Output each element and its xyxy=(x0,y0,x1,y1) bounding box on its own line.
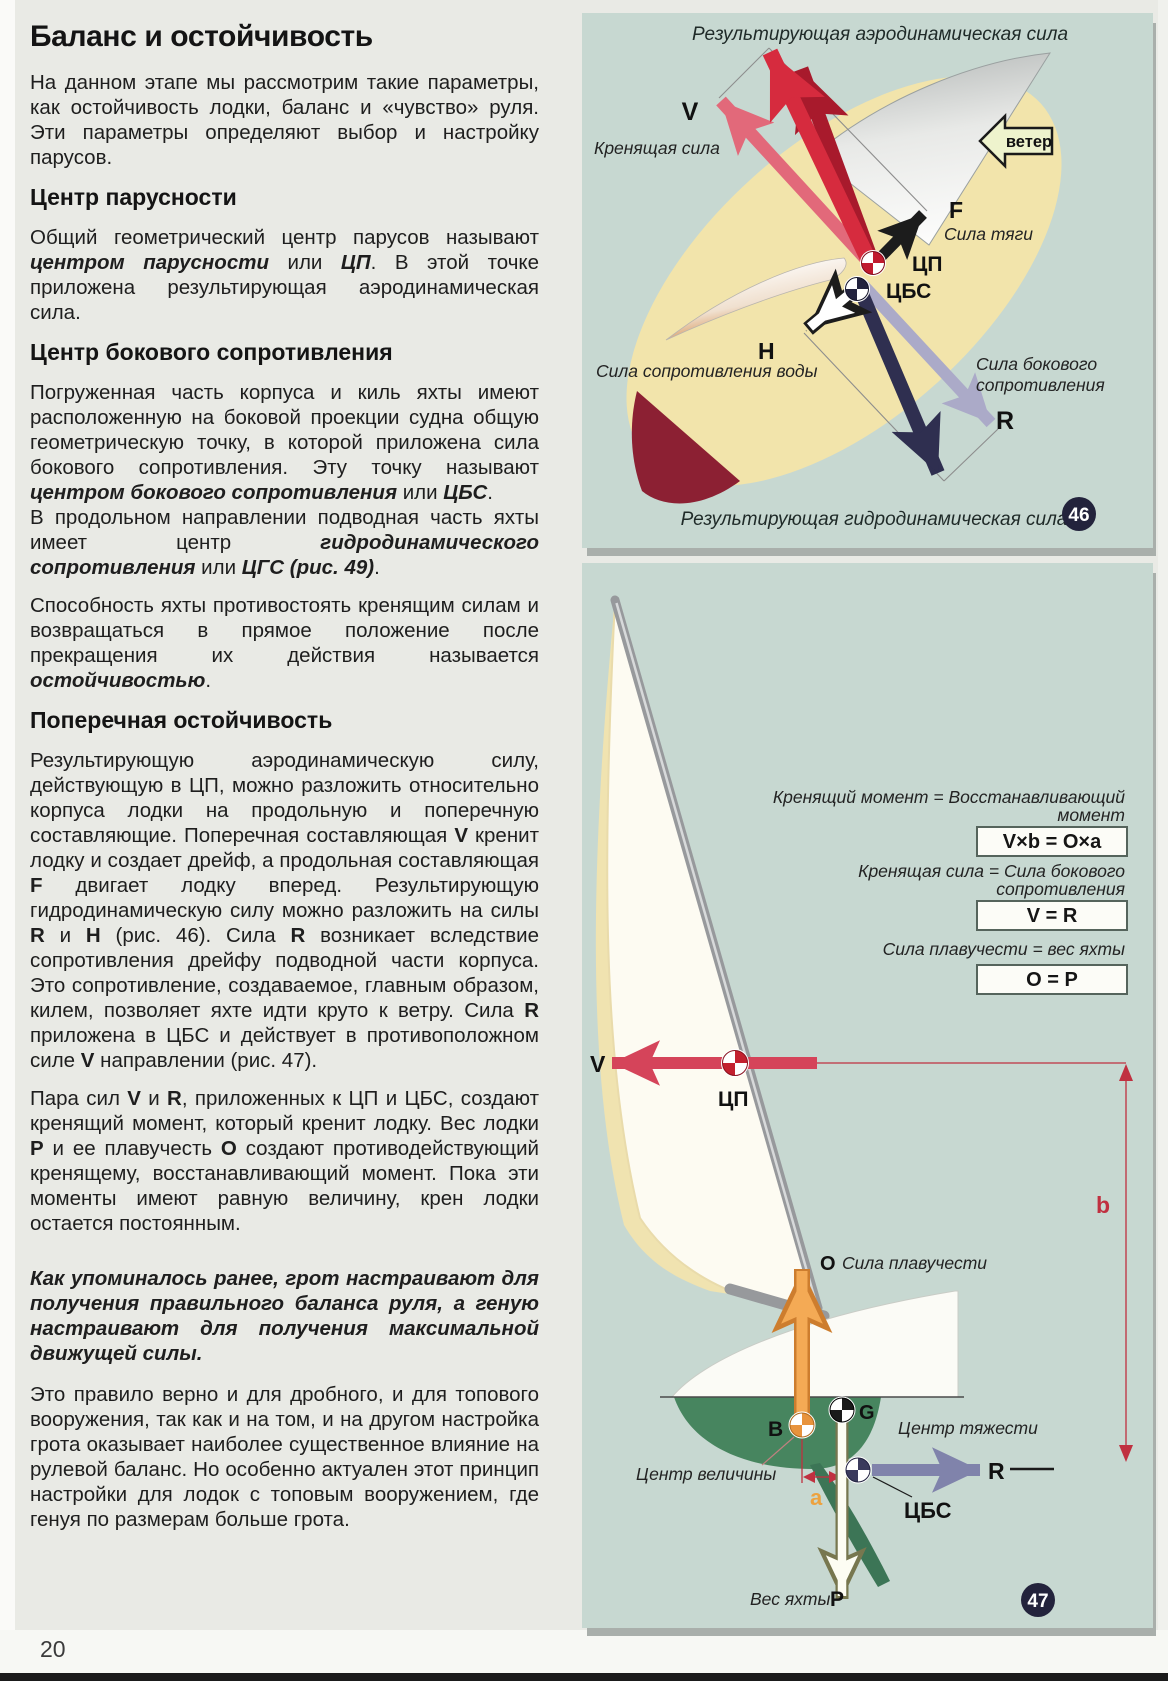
b-marker xyxy=(788,1411,816,1439)
formula-block: Кренящий момент = Восстанавливающий моме… xyxy=(773,787,1128,995)
paragraph: Результирующую аэродинамическую силу, де… xyxy=(30,749,539,1072)
g-marker xyxy=(828,1396,856,1424)
page-number: 20 xyxy=(40,1636,66,1662)
o-label: O xyxy=(820,1253,836,1275)
paragraph: Как упоминалось ранее, грот настраивают … xyxy=(30,1267,539,1365)
eq2-formula: V = R xyxy=(1027,905,1078,927)
page-bottom-band xyxy=(0,1630,1168,1673)
cbs-marker xyxy=(844,276,870,302)
figure-47-panel: Кренящий момент = Восстанавливающий моме… xyxy=(582,563,1153,1628)
paragraph: Пара сил V и R, приложенных к ЦП и ЦБС, … xyxy=(30,1087,540,1235)
cbs-label: ЦБС xyxy=(904,1498,952,1523)
paragraph: Это правило верно и для дробного, и для … xyxy=(30,1383,539,1531)
p-label: P xyxy=(830,1588,844,1611)
b-dim-label: b xyxy=(1096,1192,1110,1218)
o-desc-label: Сила плавучести xyxy=(842,1253,987,1273)
article-column: Баланс и остойчивость На данном этапе мы… xyxy=(30,20,539,1545)
paragraph: В продольном направлении подводная часть… xyxy=(30,506,539,579)
section-heading: Центр парусности xyxy=(30,184,237,210)
r-label: R xyxy=(996,407,1014,435)
weight-desc-label: Вес яхты xyxy=(750,1589,830,1609)
paragraph: Погруженная часть корпуса и киль яхты им… xyxy=(30,381,539,504)
section-heading: Центр бокового сопротивления xyxy=(30,339,393,365)
b-point-label: B xyxy=(768,1418,783,1441)
keel-profile-shape xyxy=(665,257,847,341)
cbs-marker xyxy=(844,1456,872,1484)
f-desc-label: Сила тяги xyxy=(944,224,1033,244)
hull-underwater xyxy=(674,1397,881,1469)
figure-46-diagram: ветер Результирующая аэродинамическая си… xyxy=(594,24,1105,531)
h-desc-label: Сила сопротивления воды xyxy=(596,361,818,381)
eq3-label: Сила плавучести = вес яхты xyxy=(883,939,1126,959)
a-dim-label: a xyxy=(810,1485,823,1510)
buoyancy-pointer-line xyxy=(761,1436,795,1466)
page-left-margin xyxy=(0,0,15,1681)
cbs-pointer-line xyxy=(872,1476,913,1498)
eq3-formula: O = P xyxy=(1026,969,1078,991)
eq2-label-2: сопротивления xyxy=(996,879,1125,899)
figure-46-panel: ветер Результирующая аэродинамическая си… xyxy=(582,13,1153,548)
bow-underbody-shape xyxy=(631,391,740,504)
r-desc-label-1: Сила бокового xyxy=(976,354,1097,374)
scan-bottom-edge xyxy=(0,1673,1168,1681)
section-heading: Поперечная остойчивость xyxy=(30,707,333,733)
wind-label: ветер xyxy=(1006,133,1052,151)
cp-label: ЦП xyxy=(718,1088,748,1111)
r-label: R xyxy=(988,1458,1005,1484)
cp-marker xyxy=(721,1049,749,1077)
eq2-label-1: Кренящая сила = Сила бокового xyxy=(858,861,1125,881)
figure-number-badge: 46 xyxy=(1062,497,1096,531)
paragraph: Способность яхты противостоять кренящим … xyxy=(30,594,539,692)
figure-number-badge: 47 xyxy=(1021,1583,1055,1617)
v-desc-label: Кренящая сила xyxy=(594,138,720,158)
heeling-force-group xyxy=(612,1040,817,1086)
gravity-label: Центр тяжести xyxy=(898,1418,1038,1438)
article-blocks: На данном этапе мы рассмотрим такие пара… xyxy=(30,70,539,1532)
paragraph: Общий геометрический центр парусов назыв… xyxy=(30,226,539,324)
figure-47-diagram: Кренящий момент = Восстанавливающий моме… xyxy=(590,595,1133,1617)
buoyancy-label: Центр величины xyxy=(636,1464,776,1484)
page-right-margin xyxy=(1158,0,1168,1681)
svg-text:46: 46 xyxy=(1068,505,1089,526)
heeled-hull xyxy=(660,1290,964,1587)
f-label: F xyxy=(949,197,963,223)
g-point-label: G xyxy=(859,1402,875,1424)
figure-title: Результирующая аэродинамическая сила xyxy=(692,24,1068,45)
page-title: Баланс и остойчивость xyxy=(30,20,373,53)
eq1-label-1: Кренящий момент = Восстанавливающий xyxy=(773,787,1125,807)
cp-marker xyxy=(860,250,886,276)
svg-text:47: 47 xyxy=(1027,1591,1048,1612)
r-desc-label-2: сопротивления xyxy=(976,375,1105,395)
heeled-rig xyxy=(595,595,830,1322)
heeling-force-arrow xyxy=(716,96,871,264)
side-resistance-arrow xyxy=(858,280,996,428)
wind-arrow: ветер xyxy=(978,112,1054,170)
h-label: H xyxy=(758,338,775,364)
eq1-label-2: момент xyxy=(1057,805,1125,825)
v-label: V xyxy=(590,1051,606,1077)
eq1-formula: V×b = O×a xyxy=(1003,831,1102,853)
mast-highlight xyxy=(615,602,818,1304)
keel-fin xyxy=(810,1463,890,1587)
aerodynamic-result-arrow xyxy=(762,48,878,267)
cbs-label: ЦБС xyxy=(886,280,931,303)
cp-label: ЦП xyxy=(912,253,942,276)
v-label: V xyxy=(682,98,699,126)
dimension-arrowheads xyxy=(803,1064,1133,1483)
paragraph: На данном этапе мы рассмотрим такие пара… xyxy=(30,71,539,169)
figure-caption: Результирующая гидродинамическая сила xyxy=(681,509,1068,530)
